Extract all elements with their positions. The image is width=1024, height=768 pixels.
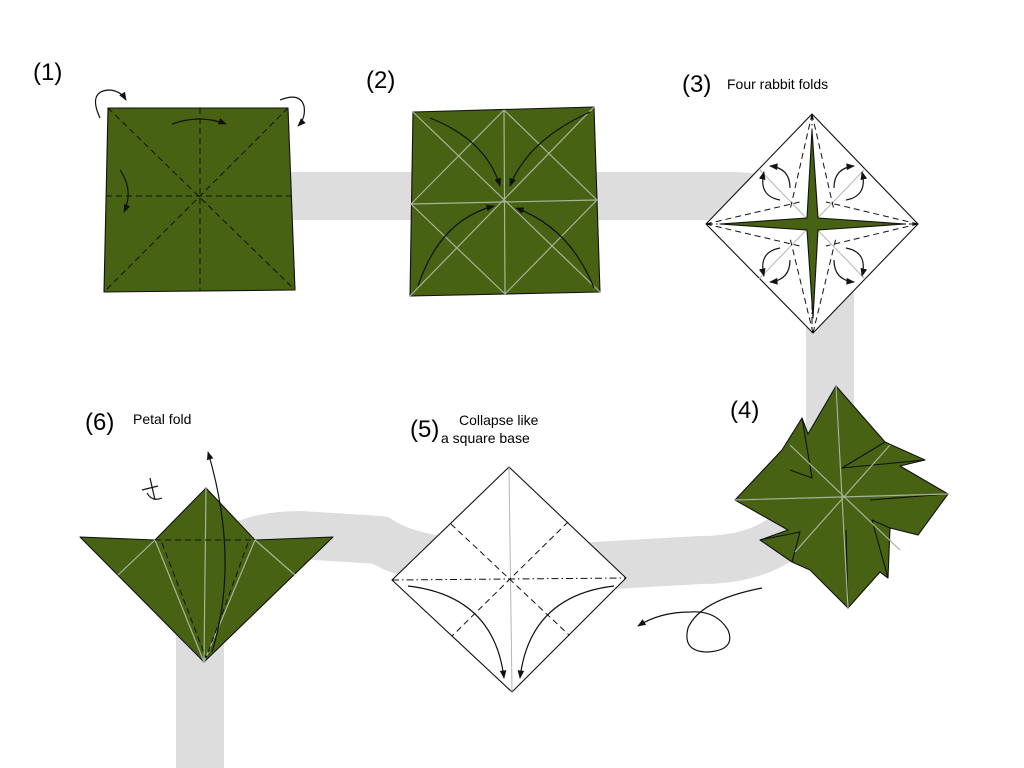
step-6-valley-lines	[155, 539, 255, 659]
step-5-number: (5)	[410, 416, 439, 443]
step-5: (5) Collapse like a square base	[391, 412, 627, 693]
step-4-number: (4)	[730, 397, 759, 424]
step-3-center-flaps	[719, 129, 906, 319]
step-3-number: (3)	[682, 71, 711, 98]
step-4-turn-over-arrow	[637, 587, 763, 653]
step-3-rabbit-arrows	[758, 163, 868, 285]
step-6-caption: Petal fold	[133, 411, 191, 427]
step-6-creases	[117, 487, 296, 663]
step-6: (6) Petal fold	[79, 409, 334, 663]
step-1-valley-creases	[103, 107, 296, 293]
step-5-collapse-arrows	[407, 585, 615, 679]
step-6-fold-symbol	[141, 477, 163, 501]
step-6-lift-arrow	[206, 451, 226, 653]
step-1-turn-over-arrows	[94, 89, 306, 213]
step-5-caption-line-2: a square base	[441, 430, 530, 446]
step-3-valley-lines	[705, 113, 919, 334]
step-4: (4)	[637, 385, 949, 653]
step-5-caption-line-1: Collapse like	[459, 412, 539, 428]
step-1: (1)	[33, 59, 306, 293]
step-3: (3) Four rabbit folds	[682, 71, 919, 334]
step-2: (2)	[366, 67, 601, 297]
step-2-number: (2)	[366, 67, 395, 94]
step-1-number: (1)	[33, 59, 62, 86]
step-6-number: (6)	[85, 409, 114, 436]
step-2-fold-arrows	[417, 111, 595, 289]
step-4-creases	[734, 385, 949, 609]
step-3-caption: Four rabbit folds	[727, 76, 828, 92]
step-5-mountain-line	[391, 577, 627, 581]
step-2-creases	[409, 106, 601, 297]
